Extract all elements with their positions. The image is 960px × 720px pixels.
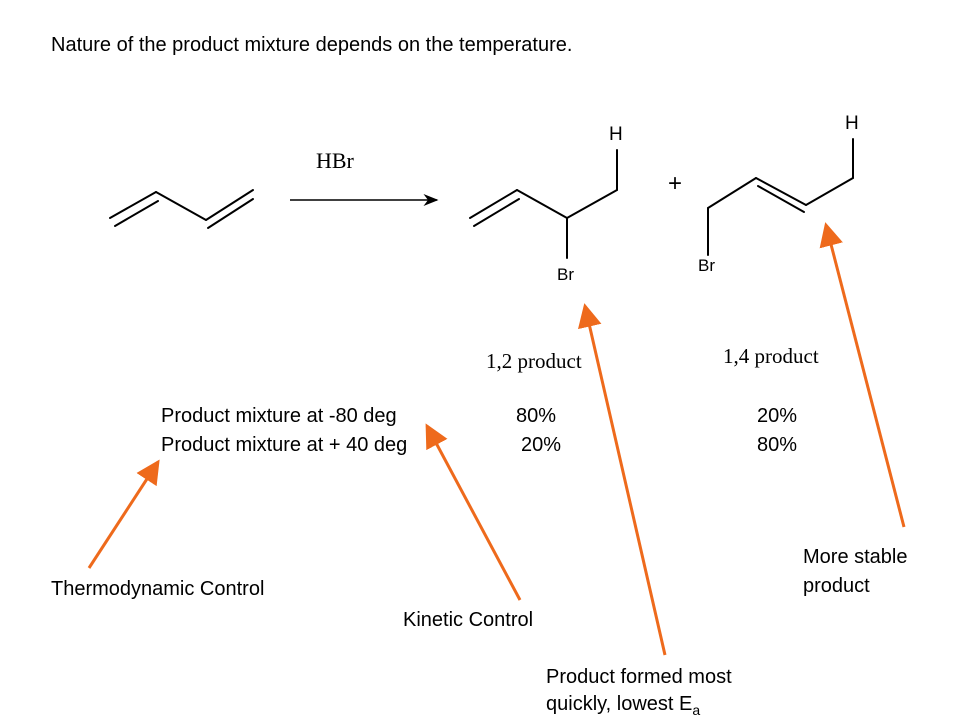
fastest-product-label: quickly, lowest Ea — [546, 690, 700, 718]
atom-label-h: H — [845, 113, 859, 134]
product-12-structure — [469, 149, 618, 259]
more-stable-label: More stable — [803, 546, 908, 568]
product-14-structure — [707, 138, 854, 256]
atom-label-br: Br — [557, 265, 574, 284]
stable-product-arrow — [819, 222, 906, 528]
thermodynamic-control-label: Thermodynamic Control — [51, 578, 265, 600]
butadiene-structure — [109, 189, 254, 229]
table-cell-value: 80% — [757, 434, 798, 456]
atom-label-h: H — [609, 124, 623, 145]
table-cell-value: 80% — [516, 405, 557, 427]
more-stable-label: product — [803, 575, 870, 597]
fastest-product-text: quickly, lowest E — [546, 693, 693, 715]
table-row-label: Product mixture at + 40 deg — [161, 434, 408, 456]
kinetic-arrow — [425, 423, 522, 601]
subscript-a: a — [692, 702, 701, 718]
reagent-label: HBr — [316, 148, 354, 173]
fastest-product-arrow — [577, 303, 667, 656]
product-14-label: 1,4 product — [723, 344, 819, 368]
page-title: Nature of the product mixture depends on… — [51, 34, 573, 56]
fastest-product-label: Product formed most — [546, 666, 732, 688]
atom-label-br: Br — [698, 256, 715, 275]
kinetic-control-label: Kinetic Control — [403, 609, 534, 631]
table-cell-value: 20% — [757, 405, 798, 427]
thermodynamic-arrow — [87, 459, 160, 569]
table-row-label: Product mixture at -80 deg — [161, 405, 397, 427]
table-cell-value: 20% — [521, 434, 562, 456]
plus-sign: + — [668, 170, 683, 197]
product-12-label: 1,2 product — [486, 349, 582, 373]
